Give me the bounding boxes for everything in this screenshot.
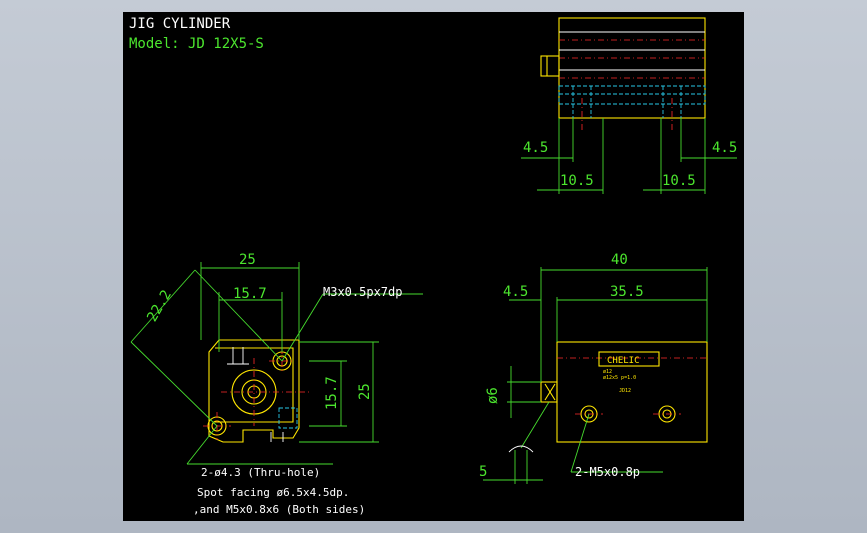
top-view-rod-end bbox=[540, 55, 560, 77]
dim-top-left-4-5: 4.5 bbox=[523, 140, 548, 156]
dim-front-22-2: 22.2 bbox=[144, 287, 175, 324]
dim-side-35-5: 35.5 bbox=[610, 284, 644, 300]
callout-spot-facing: Spot facing ø6.5x4.5dp. bbox=[197, 486, 349, 499]
dim-side-4-5: 4.5 bbox=[503, 284, 528, 300]
model-label: Model: JD 12X5-S bbox=[129, 36, 264, 52]
side-view: CHELIC ø12 ø12x5 p=1.0 JD12 40 4.5 35.5 … bbox=[479, 252, 708, 484]
dim-side-40: 40 bbox=[611, 252, 628, 268]
dim-side-phi6: ø6 bbox=[485, 387, 501, 404]
front-view-body bbox=[208, 339, 300, 443]
cad-drawing: JIG CYLINDER Model: JD 12X5-S 4.5 4.5 bbox=[129, 16, 737, 516]
label-plate-line1: ø12 bbox=[603, 369, 612, 375]
dim-top-right-10-5: 10.5 bbox=[662, 173, 696, 189]
dim-top-right-4-5: 4.5 bbox=[712, 140, 737, 156]
drawing-canvas: JIG CYLINDER Model: JD 12X5-S 4.5 4.5 bbox=[123, 12, 744, 521]
dim-front-15-7-side: 15.7 bbox=[324, 376, 340, 410]
callout-thru-hole: 2-ø4.3 (Thru-hole) bbox=[201, 466, 320, 479]
callout-side-tap: 2-M5x0.8p bbox=[575, 465, 640, 479]
callout-tap: M3x0.5px7dp bbox=[323, 285, 402, 299]
dim-side-5: 5 bbox=[479, 464, 487, 480]
label-plate-line3: JD12 bbox=[619, 388, 631, 394]
dim-front-width-25: 25 bbox=[239, 252, 256, 268]
label-plate bbox=[598, 351, 660, 367]
label-plate-brand: CHELIC bbox=[607, 356, 640, 366]
top-view: 4.5 4.5 10.5 10.5 bbox=[521, 17, 737, 194]
dim-top-left-10-5: 10.5 bbox=[560, 173, 594, 189]
drawing-title: JIG CYLINDER bbox=[129, 16, 231, 32]
callout-and-tap: ,and M5x0.8x6 (Both sides) bbox=[193, 503, 365, 516]
label-plate-line2: ø12x5 p=1.0 bbox=[603, 375, 636, 381]
front-view: 25 15.7 22.2 15.7 25 M3x0.5px7dp 2-ø4.3 … bbox=[130, 252, 423, 516]
top-view-body bbox=[558, 17, 706, 119]
dim-front-25-side: 25 bbox=[357, 383, 373, 400]
top-view-hidden-bore bbox=[558, 85, 706, 105]
dim-front-15-7-top: 15.7 bbox=[233, 286, 267, 302]
